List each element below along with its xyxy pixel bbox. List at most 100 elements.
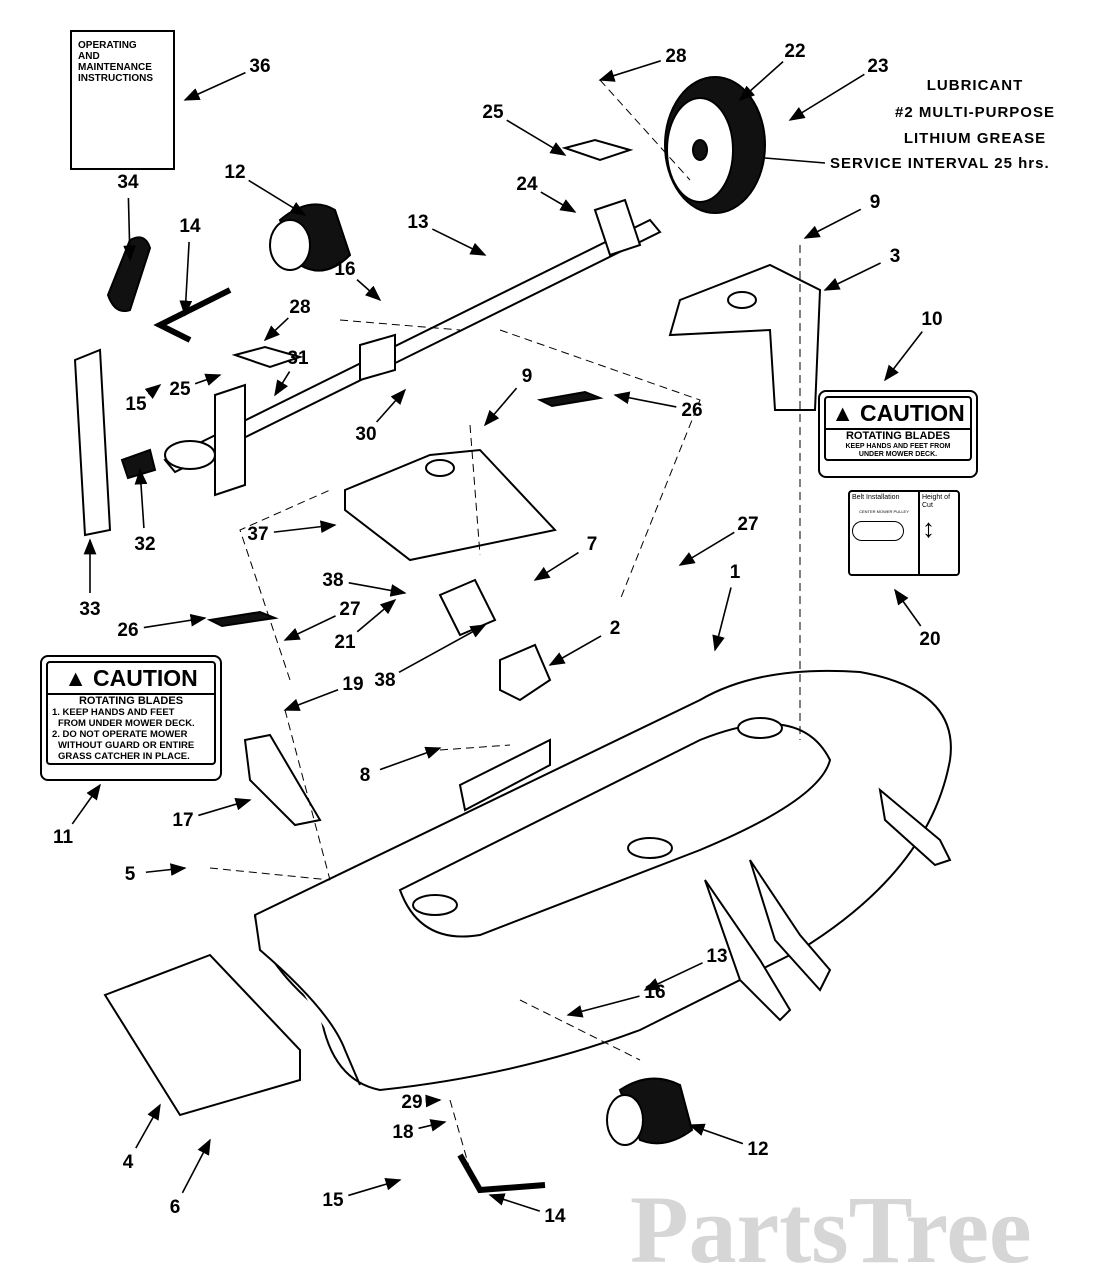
callout-arrow bbox=[144, 384, 162, 399]
lubricant-title: LUBRICANT bbox=[927, 77, 1024, 94]
callout-number: 6 bbox=[170, 1197, 181, 1218]
manual-line: OPERATING bbox=[78, 40, 137, 51]
callout-number: 27 bbox=[737, 514, 758, 535]
decal-line: UNDER MOWER DECK. bbox=[858, 451, 938, 459]
callout-number: 13 bbox=[706, 946, 727, 967]
callout-number: 12 bbox=[747, 1139, 768, 1160]
callout-arrow bbox=[348, 582, 407, 597]
callout-number: 36 bbox=[249, 56, 270, 77]
callout-number: 38 bbox=[374, 670, 395, 691]
callout-number: 33 bbox=[79, 599, 100, 620]
callout-arrow bbox=[823, 262, 881, 291]
decal-subtitle: ROTATING BLADES bbox=[78, 695, 184, 708]
callout-number: 14 bbox=[544, 1206, 566, 1227]
callout-arrow bbox=[425, 1094, 442, 1108]
callout-arrow bbox=[688, 1123, 744, 1145]
callout-arrow bbox=[884, 331, 923, 382]
callout-arrow bbox=[356, 279, 382, 302]
callout-number: 22 bbox=[784, 41, 805, 62]
decal-line: WITHOUT GUARD OR ENTIRE bbox=[58, 739, 195, 751]
callout-number: 23 bbox=[867, 56, 888, 77]
callout-arrow bbox=[198, 797, 252, 817]
lever bbox=[73, 348, 112, 537]
watermark: PartsTree bbox=[630, 1176, 1032, 1280]
callout-number: 10 bbox=[921, 309, 942, 330]
height-of-cut-label: Height of Cut bbox=[922, 494, 951, 510]
callout-arrow bbox=[566, 995, 640, 1018]
service-interval: SERVICE INTERVAL 25 hrs. bbox=[830, 155, 1050, 172]
decal-title: CAUTION bbox=[92, 665, 198, 691]
callout-number: 5 bbox=[125, 864, 136, 885]
callout-arrow bbox=[488, 1193, 541, 1212]
callout-arrow bbox=[179, 241, 193, 317]
callout-arrow bbox=[712, 587, 732, 652]
callout-number: 11 bbox=[53, 827, 74, 848]
callout-number: 28 bbox=[665, 46, 686, 67]
callout-number: 24 bbox=[516, 174, 538, 195]
callout-number: 15 bbox=[125, 394, 147, 415]
decal-line: 2. DO NOT OPERATE MOWER bbox=[52, 728, 188, 740]
callout-arrow bbox=[71, 783, 101, 825]
callout-arrow bbox=[283, 688, 339, 711]
callout-arrow bbox=[533, 551, 579, 581]
callout-number: 18 bbox=[392, 1122, 413, 1143]
callout-arrow bbox=[134, 468, 148, 529]
height-pin-lower bbox=[457, 1153, 546, 1194]
callout-arrow bbox=[803, 208, 862, 239]
callout-number: 9 bbox=[522, 366, 533, 387]
callout-number: 2 bbox=[610, 618, 621, 639]
callout-arrow bbox=[123, 197, 137, 262]
callout-number: 29 bbox=[401, 1092, 422, 1113]
lubricant-type: #2 MULTI-PURPOSE bbox=[895, 104, 1055, 121]
callout-arrow bbox=[613, 391, 677, 408]
decal-line: 1. KEEP HANDS AND FEET bbox=[52, 707, 175, 719]
callout-arrow bbox=[273, 520, 337, 534]
warning-triangle-icon: ▲ bbox=[831, 400, 854, 426]
callout-number: 25 bbox=[482, 102, 504, 123]
callout-number: 37 bbox=[247, 524, 268, 545]
height-pin-upper bbox=[153, 287, 232, 343]
belt-height-decal-20: Belt Installation CENTER MOWER PULLEY He… bbox=[848, 490, 960, 576]
callout-arrow bbox=[894, 588, 922, 627]
callout-arrow bbox=[348, 1177, 402, 1197]
callout-arrow bbox=[540, 191, 577, 213]
callout-arrow bbox=[483, 387, 518, 427]
callout-number: 19 bbox=[342, 674, 363, 695]
callout-number: 21 bbox=[334, 632, 356, 653]
callout-arrow bbox=[643, 962, 703, 991]
callout-arrow bbox=[678, 531, 735, 566]
callout-arrow bbox=[506, 119, 567, 156]
callout-arrow bbox=[376, 388, 407, 423]
callout-arrow bbox=[738, 61, 784, 102]
decal-title: CAUTION bbox=[859, 400, 965, 426]
axle-bar bbox=[163, 218, 662, 474]
callout-number: 4 bbox=[123, 1152, 134, 1173]
belt-routing-icon bbox=[852, 520, 904, 541]
callout-arrow bbox=[418, 1119, 447, 1132]
side-bracket bbox=[243, 733, 322, 827]
callout-number: 31 bbox=[287, 348, 309, 369]
decal-line: GRASS CATCHER IN PLACE. bbox=[58, 750, 190, 762]
callout-number: 14 bbox=[179, 216, 201, 237]
callout-arrow bbox=[283, 615, 336, 641]
decal-line: KEEP HANDS AND FEET FROM bbox=[845, 443, 951, 451]
callout-number: 15 bbox=[322, 1190, 344, 1211]
spindle-cover-center bbox=[344, 448, 557, 562]
callout-number: 1 bbox=[730, 562, 741, 583]
pulley-label: CENTER MOWER PULLEY bbox=[859, 509, 909, 515]
callout-number: 8 bbox=[360, 765, 371, 786]
callout-arrow bbox=[431, 228, 487, 256]
callout-arrow bbox=[145, 863, 187, 876]
callout-arrow bbox=[379, 746, 442, 771]
callout-number: 16 bbox=[334, 259, 355, 280]
callout-number: 28 bbox=[289, 297, 310, 318]
caution-decal-10: ▲CAUTION ROTATING BLADES KEEP HANDS AND … bbox=[818, 390, 978, 478]
manual-line: AND bbox=[78, 51, 100, 62]
belt-installation-label: Belt Installation bbox=[852, 494, 900, 501]
callout-arrow bbox=[248, 179, 307, 216]
callout-arrow bbox=[183, 71, 246, 101]
decal-subtitle: ROTATING BLADES bbox=[845, 430, 951, 443]
callout-number: 26 bbox=[117, 620, 138, 641]
